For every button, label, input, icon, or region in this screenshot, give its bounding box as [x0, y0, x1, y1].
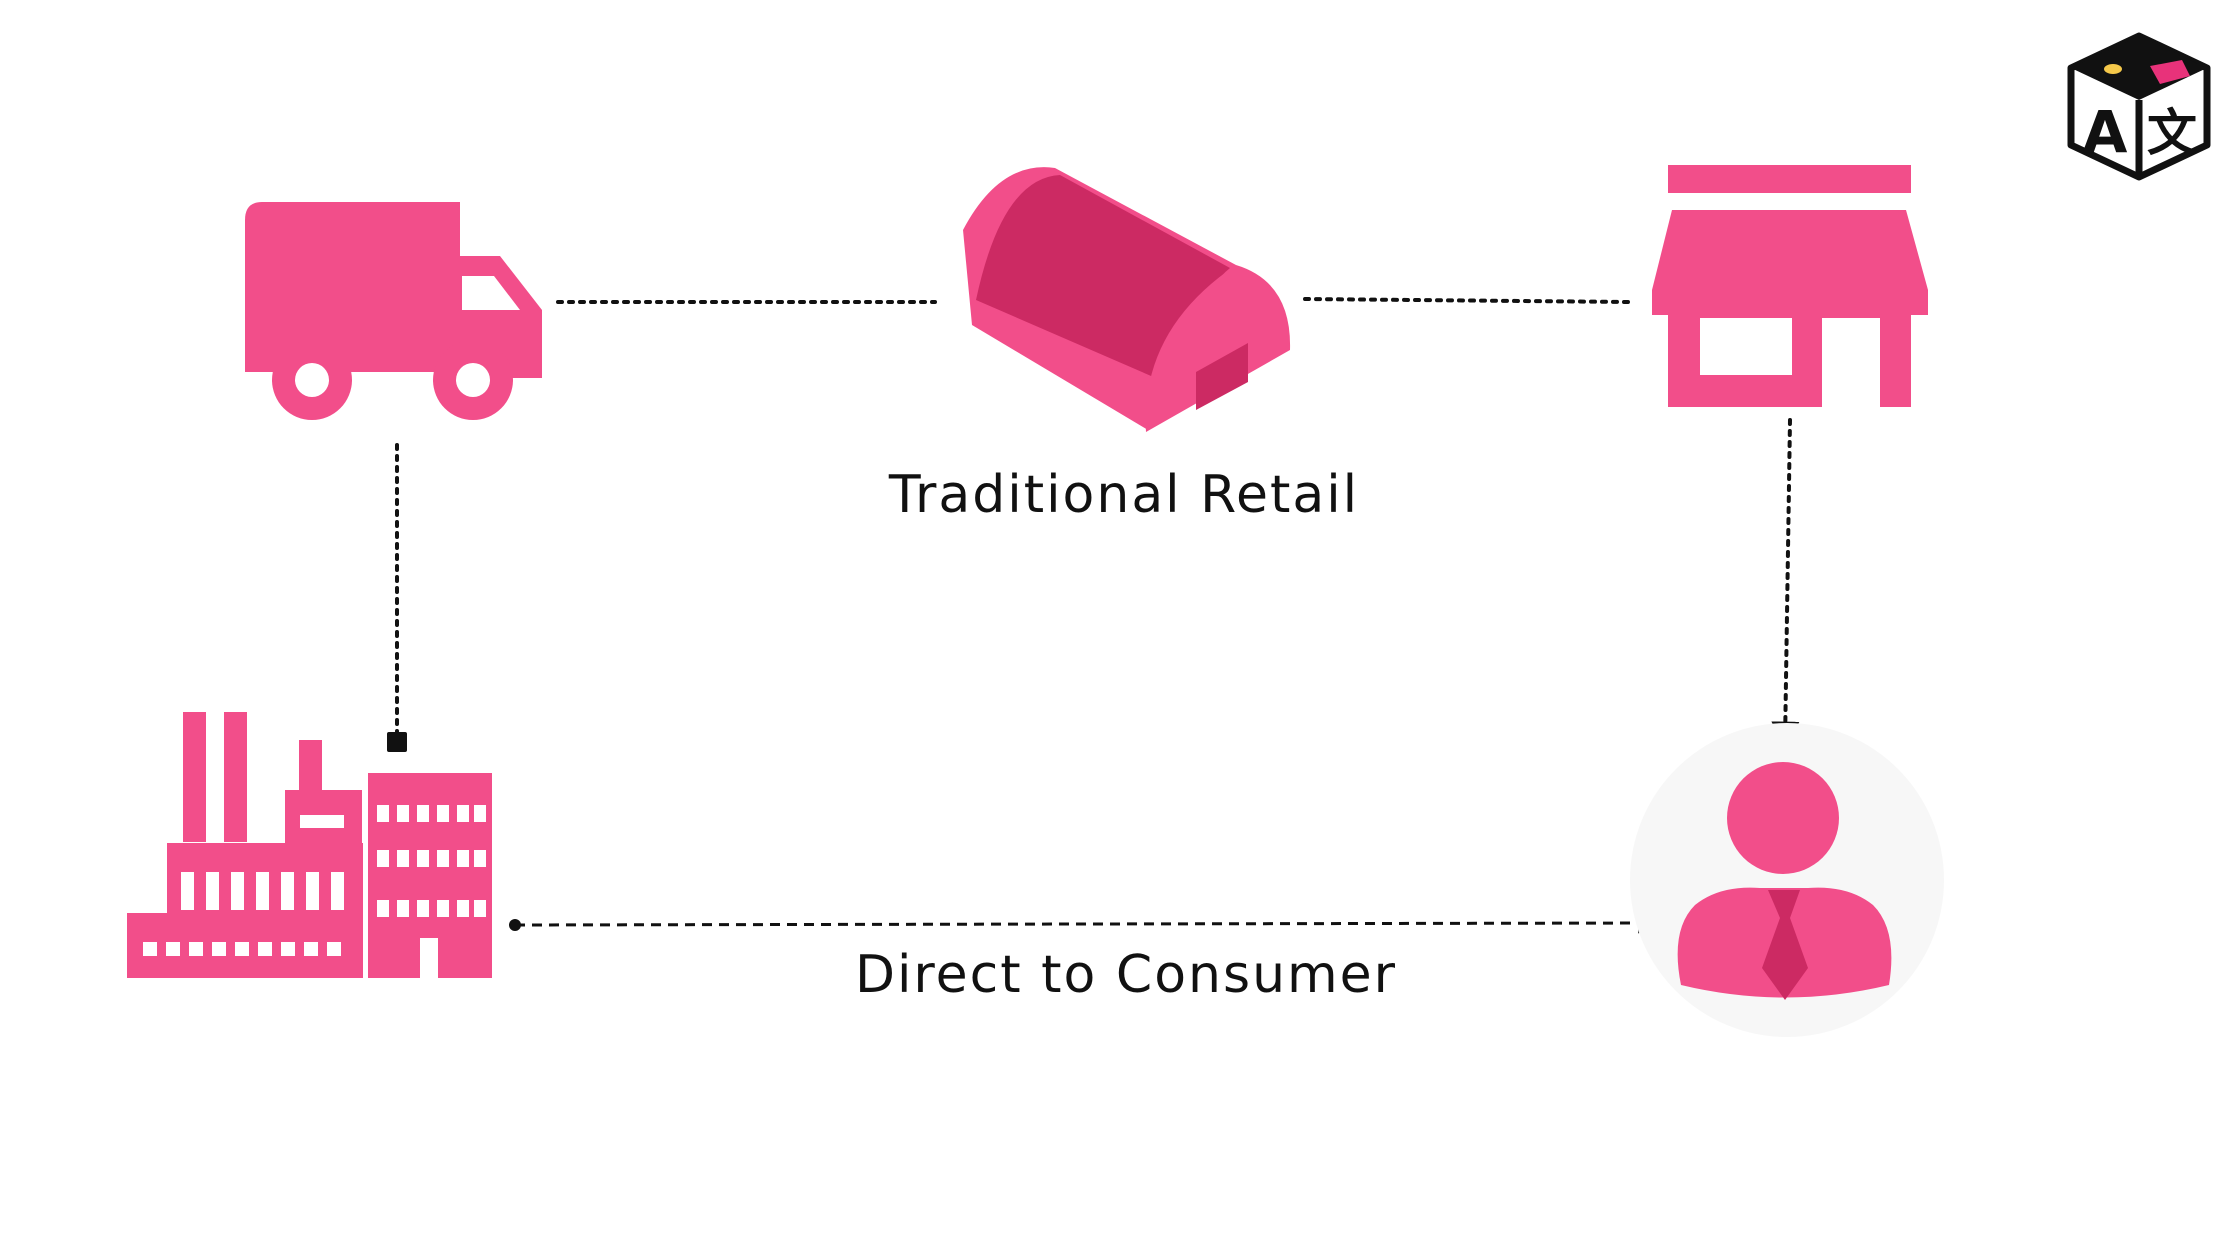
translate-cube-logo: A 文 [2067, 32, 2211, 181]
connector-factory-consumer-start-dot [509, 919, 521, 931]
svg-text:A: A [2083, 98, 2128, 166]
direct-to-consumer-label: Direct to Consumer [854, 945, 1398, 1005]
connector-factory-consumer [514, 912, 1660, 934]
connector-warehouse-store [1303, 297, 1632, 304]
connector-store-consumer [1771, 418, 1800, 750]
truck-icon [245, 202, 542, 420]
connector-factory-truck-endcap [387, 732, 407, 752]
storefront-icon [1652, 165, 1928, 407]
warehouse-icon [963, 167, 1291, 432]
svg-text:文: 文 [2147, 104, 2197, 162]
traditional-retail-label: Traditional Retail [888, 465, 1360, 525]
consumer-icon [1630, 723, 1944, 1037]
factory-icon [127, 712, 492, 978]
